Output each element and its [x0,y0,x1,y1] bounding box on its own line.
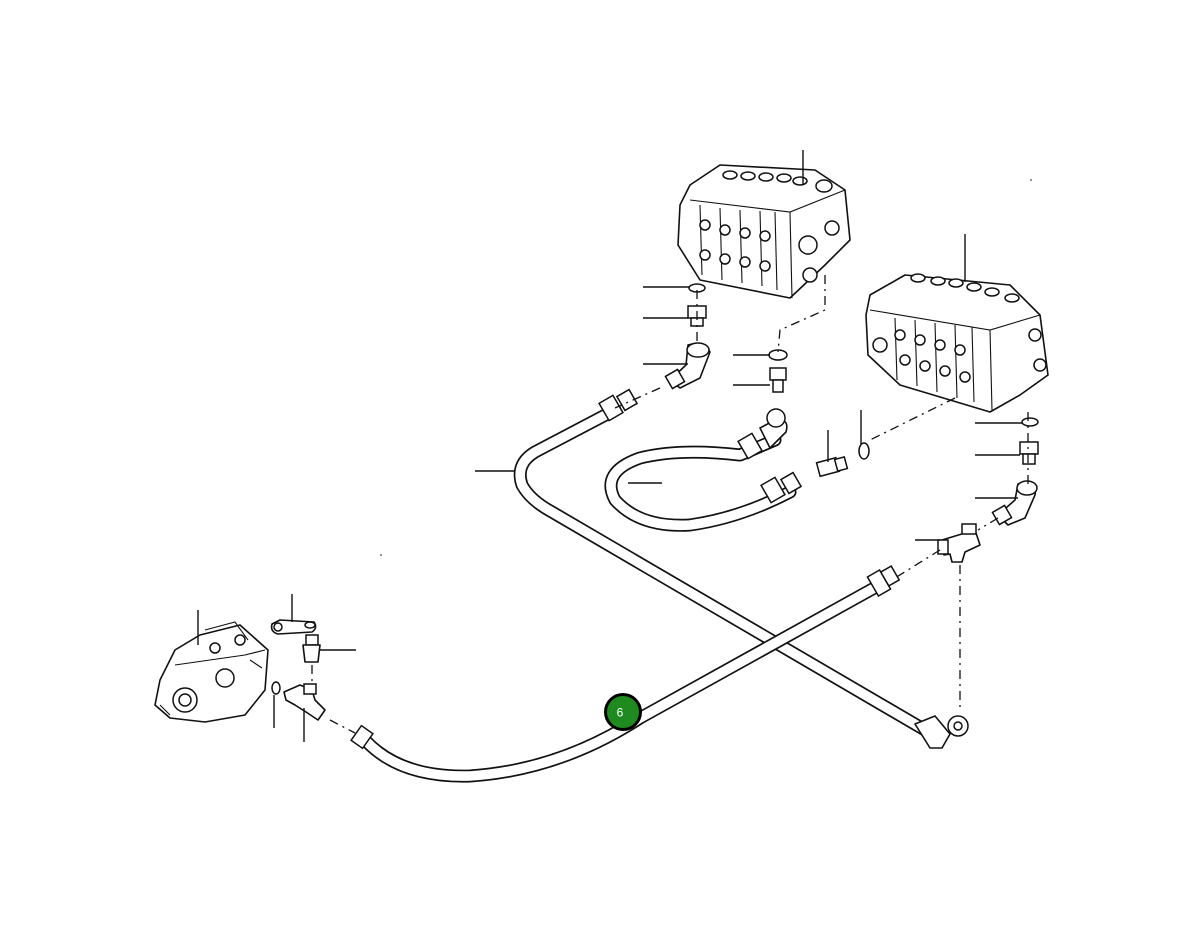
hose-fittings [350,388,969,750]
callout-6-marker[interactable] [604,693,642,731]
hose-long-crossing [513,403,932,737]
control-valve-block-upper [677,164,851,299]
tee-fitting-right [937,523,981,563]
control-valve-block-right [865,273,1049,413]
speck [1030,179,1032,181]
callout-6[interactable]: 6 [604,693,642,731]
leader-lines [197,150,1022,742]
hose-main-to-pump [358,575,892,783]
pump-port-parts [270,619,326,721]
pump-valve-assembly [154,621,269,723]
speck [380,554,382,556]
right-valve-port-parts [815,417,1039,526]
assembly-center-lines [311,275,1029,734]
hose-loop [604,433,797,532]
upper-valve-port-parts [664,283,788,393]
